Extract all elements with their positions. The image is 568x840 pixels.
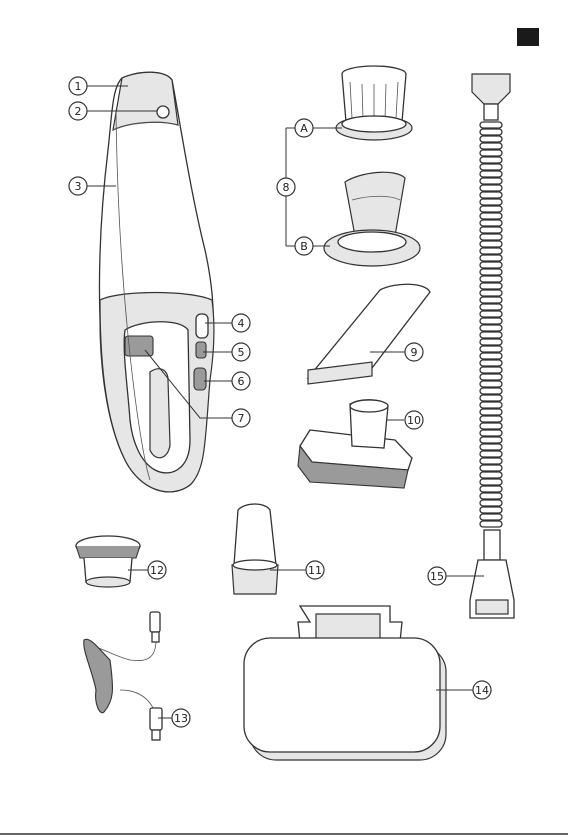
hose-ring (480, 276, 502, 282)
hose-ring (480, 521, 502, 527)
hose-ring (480, 241, 502, 247)
callout-7-label: 7 (238, 412, 245, 425)
hose-ring (480, 304, 502, 310)
callout-15-label: 15 (430, 570, 444, 583)
hose-ring (480, 283, 502, 289)
hose-ring (480, 374, 502, 380)
callout-5-label: 5 (238, 346, 245, 359)
callout-4-label: 4 (238, 317, 245, 330)
callout-10-label: 10 (407, 414, 421, 427)
hose-ring (480, 290, 502, 296)
hose-ring (480, 199, 502, 205)
hose-ring (480, 458, 502, 464)
hose-ring (480, 164, 502, 170)
callout-9-label: 9 (411, 346, 418, 359)
callout-1-label: 1 (75, 80, 82, 93)
callout-11: 11 (270, 561, 324, 579)
hose-ring (480, 220, 502, 226)
hose-ring (480, 444, 502, 450)
callout-8a: A (295, 119, 342, 137)
hose-ring (480, 416, 502, 422)
callout-6-label: 6 (238, 375, 245, 388)
brush-tool (298, 400, 412, 488)
callout-8b-label: B (300, 240, 308, 253)
hose-ring (480, 514, 502, 520)
hose-ring (480, 395, 502, 401)
handheld-vacuum (99, 72, 213, 492)
callout-13: 13 (158, 709, 190, 727)
hose-ring (480, 360, 502, 366)
hose-ring (480, 297, 502, 303)
hose-ring (480, 409, 502, 415)
hose-ring (480, 339, 502, 345)
hose-ring (480, 430, 502, 436)
hose-ring (480, 262, 502, 268)
hose-ring (480, 122, 502, 128)
hose-ring (480, 472, 502, 478)
hose-ring (480, 318, 502, 324)
callout-10: 10 (386, 411, 423, 429)
filter-a (336, 66, 412, 140)
filter-b (324, 172, 420, 266)
hose-ring (480, 451, 502, 457)
hose-ring (480, 185, 502, 191)
hose-ring (480, 129, 502, 135)
callout-13-label: 13 (174, 712, 188, 725)
hose-ring (480, 437, 502, 443)
hose-ring (480, 479, 502, 485)
hose-ring (480, 248, 502, 254)
callout-2-label: 2 (75, 105, 82, 118)
hose-ring (480, 332, 502, 338)
callout-8-label: 8 (283, 181, 290, 194)
hose-ring (480, 171, 502, 177)
hose-ring (480, 136, 502, 142)
hose-ring (480, 486, 502, 492)
hose-ring (480, 381, 502, 387)
hose-ring (480, 269, 502, 275)
callout-8: 8 (277, 128, 296, 246)
callout-12-label: 12 (150, 564, 164, 577)
hose-ring (480, 143, 502, 149)
callout-8a-label: A (300, 122, 308, 135)
flexible-hose (470, 74, 514, 618)
hose-ring (480, 367, 502, 373)
hose-ring (480, 213, 502, 219)
hose-ring (480, 325, 502, 331)
hose-ring (480, 388, 502, 394)
callout-3-label: 3 (75, 180, 82, 193)
hose-ring (480, 178, 502, 184)
hose-ring (480, 493, 502, 499)
car-charger-cable (84, 612, 162, 740)
hose-ring (480, 311, 502, 317)
hose-ring (480, 227, 502, 233)
hose-ring (480, 192, 502, 198)
hose-ring (480, 353, 502, 359)
corner-marker (517, 28, 539, 46)
adapter-ring (76, 536, 140, 587)
callout-14-label: 14 (475, 684, 489, 697)
hose-ring (480, 234, 502, 240)
hose-ring (480, 255, 502, 261)
hose-ring (480, 465, 502, 471)
callout-12: 12 (128, 561, 166, 579)
storage-pouch (244, 606, 446, 760)
wet-nozzle (232, 504, 278, 594)
hose-ring (480, 423, 502, 429)
callout-11-label: 11 (308, 564, 322, 577)
crevice-tool (308, 284, 430, 384)
hose-ring (480, 150, 502, 156)
hose-ring (480, 402, 502, 408)
hose-ring (480, 346, 502, 352)
hose-ring (480, 507, 502, 513)
hose-ring (480, 500, 502, 506)
hose-ring (480, 206, 502, 212)
hose-ring (480, 157, 502, 163)
